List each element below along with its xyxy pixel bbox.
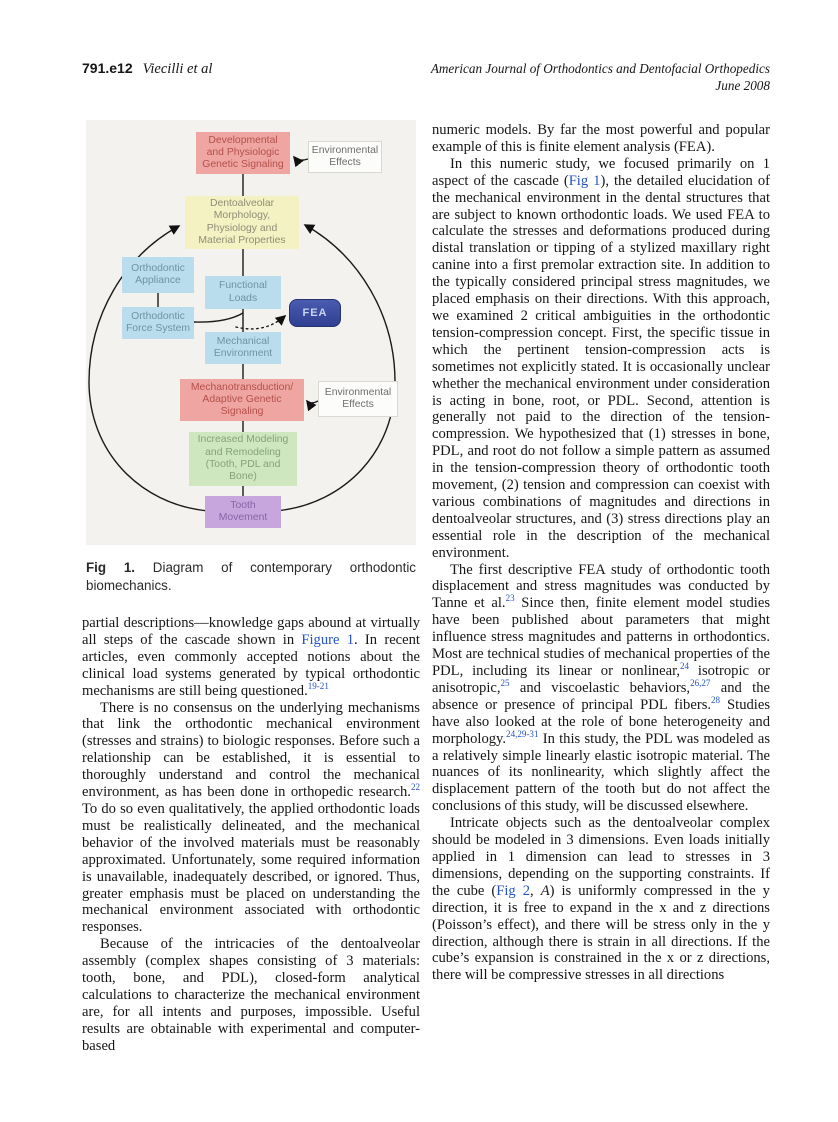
running-header: 791.e12 Viecilli et al American Journal o… xyxy=(82,60,770,94)
diagram-box-environmental-effects-mid: Environmental Effects xyxy=(318,381,398,417)
diagram-box-tooth-movement: Tooth Movement xyxy=(205,496,281,528)
diagram-box-orthodontic-appliance: Orthodontic Appliance xyxy=(122,257,194,293)
paragraph: There is no consensus on the underlying … xyxy=(82,700,420,937)
paragraph-text: Since then, finite element model studies… xyxy=(432,595,771,679)
paragraph: Because of the intricacies of the dentoa… xyxy=(82,936,420,1054)
running-authors: Viecilli et al xyxy=(142,61,213,77)
paragraph: partial descriptions—knowledge gaps abou… xyxy=(82,615,420,700)
journal-title: American Journal of Orthodontics and Den… xyxy=(430,61,770,76)
paragraph-text: In this numeric study, we focused primar… xyxy=(432,155,770,189)
paragraph-text: Because of the intricacies of the dentoa… xyxy=(82,936,420,1054)
paragraph-text: and the absence or presence of principal… xyxy=(432,679,770,713)
paragraph-text: There is no consensus on the underlying … xyxy=(82,699,420,801)
figure-1: Developmental and Physiologic Genetic Si… xyxy=(86,120,416,594)
issue-date: June 2008 xyxy=(715,78,770,93)
paragraph-text: . In recent articles, even commonly acce… xyxy=(82,631,420,699)
diagram-box-developmental-signaling: Developmental and Physiologic Genetic Si… xyxy=(196,132,290,174)
paragraph: The first descriptive FEA study of ortho… xyxy=(432,562,770,816)
paragraph: Intricate objects such as the dentoalveo… xyxy=(432,815,770,984)
paragraph: In this numeric study, we focused primar… xyxy=(432,156,770,562)
reference-link-28[interactable]: 28 xyxy=(711,694,721,705)
figure-1-link[interactable]: Fig 1 xyxy=(568,172,601,189)
figure-caption-text: Diagram of contemporary orthodontic biom… xyxy=(86,560,417,593)
diagram-box-fea: FEA xyxy=(289,299,341,327)
diagram-box-mechanotransduction: Mechanotransduction/ Adaptive Genetic Si… xyxy=(180,379,304,421)
reference-link-25[interactable]: 25 xyxy=(500,678,510,689)
paragraph-text: ), the detailed elucidation of the mecha… xyxy=(432,172,771,561)
diagram-box-mechanical-environment: Mechanical Environment xyxy=(205,332,281,364)
diagram-box-functional-loads: Functional Loads xyxy=(205,276,281,309)
figure-1-diagram: Developmental and Physiologic Genetic Si… xyxy=(86,120,416,545)
running-header-right: American Journal of Orthodontics and Den… xyxy=(431,60,770,94)
paragraph-text: Intricate objects such as the dentoalveo… xyxy=(432,815,770,899)
figure-1-link[interactable]: Figure 1 xyxy=(301,631,355,648)
paragraph-text: partial descriptions—knowledge gaps abou… xyxy=(82,615,420,648)
paragraph-text: ) is uniformly compressed in the y direc… xyxy=(432,882,770,984)
paragraph-text: numeric models. By far the most powerful… xyxy=(432,122,770,155)
reference-link-24[interactable]: 24 xyxy=(680,661,690,672)
paragraph-text: , xyxy=(530,882,541,899)
paragraph: numeric models. By far the most powerful… xyxy=(432,122,770,156)
reference-link-24-29-31[interactable]: 24,29-31 xyxy=(506,728,539,739)
diagram-box-increased-modeling: Increased Modeling and Remodeling (Tooth… xyxy=(189,432,297,486)
reference-link-19-21[interactable]: 19-21 xyxy=(307,680,329,691)
paragraph-text: To do so even qualitatively, the applied… xyxy=(82,800,420,936)
running-header-left: 791.e12 Viecilli et al xyxy=(82,60,212,78)
diagram-box-dentoalveolar: Dentoalveolar Morphology, Physiology and… xyxy=(185,196,299,249)
paragraph-text: In this study, the PDL was modeled as a … xyxy=(432,730,770,815)
figure-2-link[interactable]: Fig 2 xyxy=(496,882,531,899)
figure-2-panel-label: A xyxy=(540,882,550,899)
figure-caption: Fig 1. Diagram of contemporary orthodont… xyxy=(86,559,416,594)
right-column: numeric models. By far the most powerful… xyxy=(432,122,770,984)
diagram-box-environmental-effects-top: Environmental Effects xyxy=(308,141,382,173)
diagram-box-orthodontic-force-system: Orthodontic Force System xyxy=(122,307,194,339)
reference-link-23[interactable]: 23 xyxy=(505,593,515,604)
reference-link-26-27[interactable]: 26,27 xyxy=(690,678,711,689)
figure-caption-label: Fig 1. xyxy=(86,560,136,575)
paragraph-text: The first descriptive FEA study of ortho… xyxy=(432,561,770,612)
paragraph-text: and viscoelastic behaviors, xyxy=(509,679,691,696)
page-number: 791.e12 xyxy=(82,60,133,76)
left-column: Developmental and Physiologic Genetic Si… xyxy=(82,120,420,1055)
reference-link-22[interactable]: 22 xyxy=(410,782,420,793)
left-column-text: partial descriptions—knowledge gaps abou… xyxy=(82,615,420,1055)
paragraph-text: Studies have also looked at the role of … xyxy=(432,696,771,747)
paragraph-text: isotropic or anisotropic, xyxy=(432,663,770,696)
